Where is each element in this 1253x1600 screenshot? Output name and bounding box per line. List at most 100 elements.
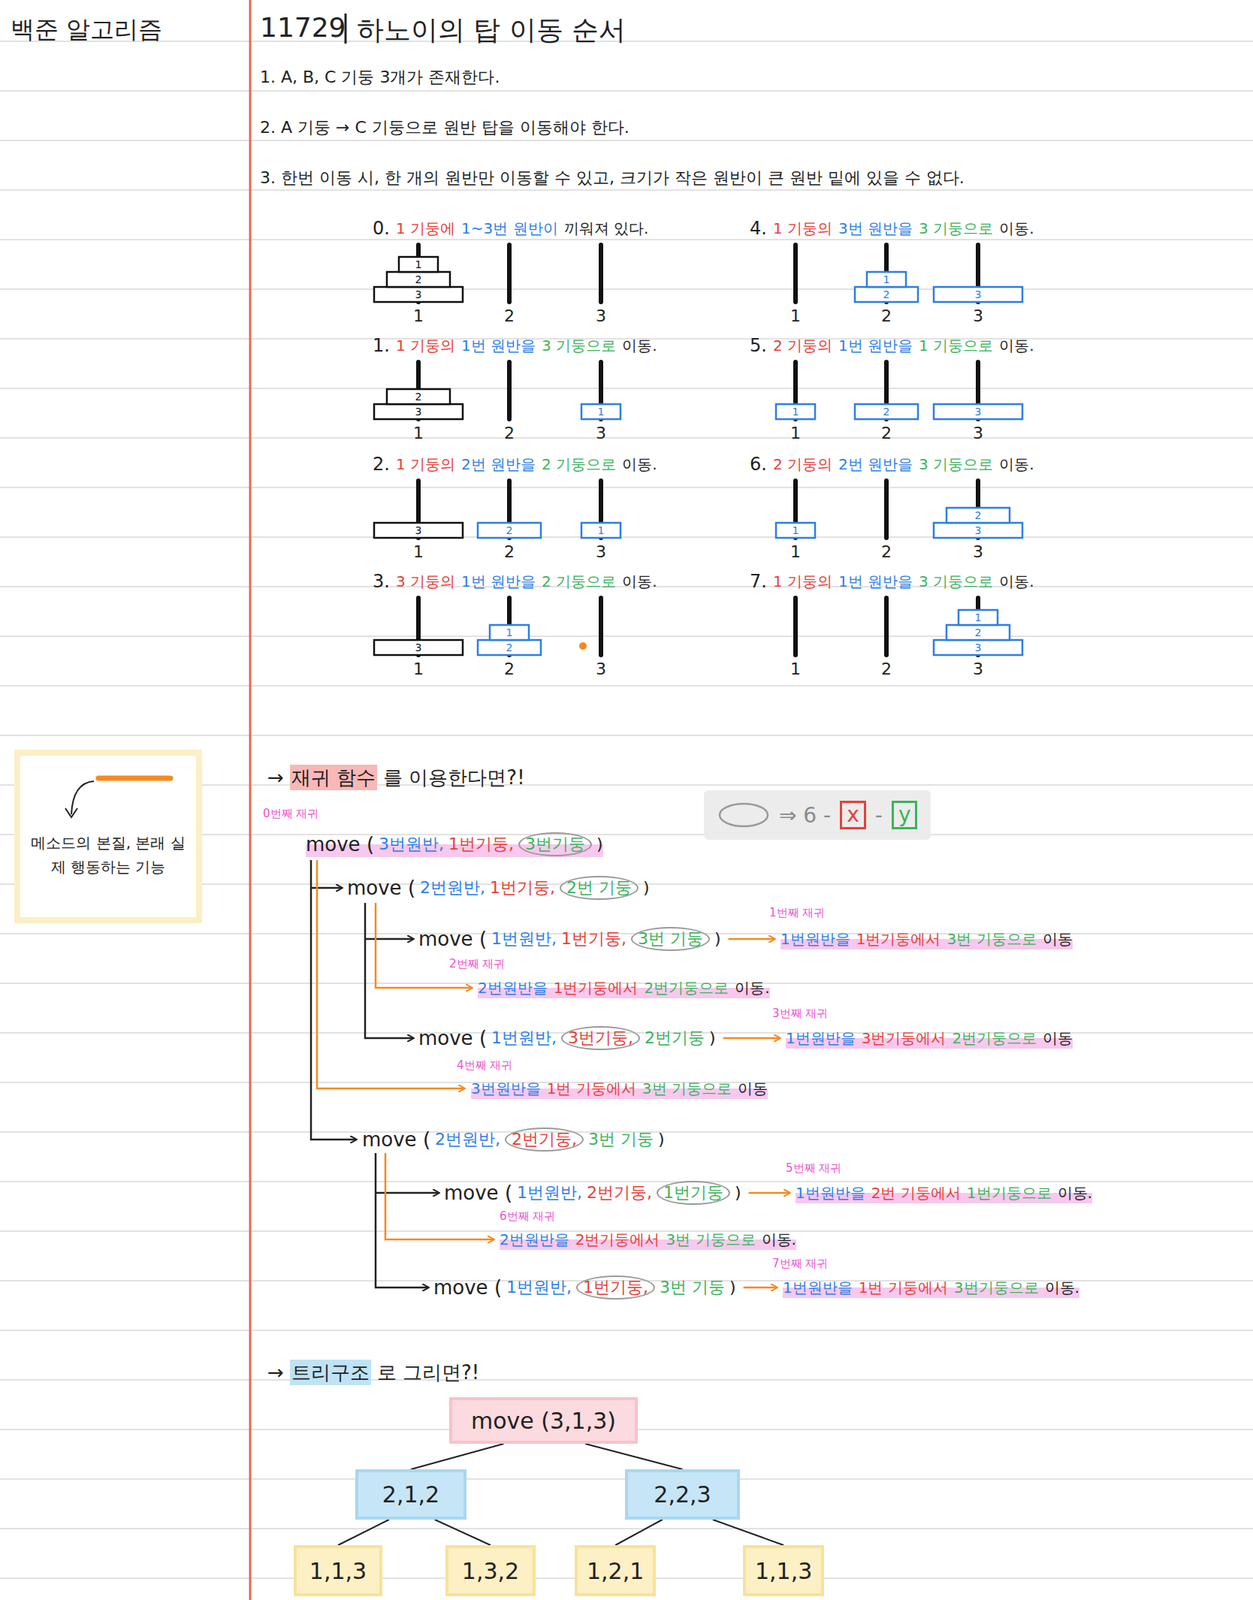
node-text: 메소드의 본질, 본래 실제 행동하는 기능	[24, 830, 193, 879]
call-part: 2번 기둥	[559, 875, 639, 900]
pole-number: 3	[955, 306, 1001, 326]
disc-number: 2	[486, 640, 532, 656]
recursion-count: 4번째 재귀	[456, 1058, 513, 1073]
pole-number: 2	[486, 423, 532, 443]
disc	[374, 404, 463, 420]
disc-number: 1	[578, 522, 624, 538]
call-part: 3번 기둥	[588, 1126, 654, 1153]
tower-pole	[884, 480, 889, 538]
caption-part: 1 기둥에	[395, 218, 456, 239]
tree-edge	[434, 1519, 491, 1546]
result-arrow	[748, 1192, 790, 1195]
disc-number: 3	[395, 640, 441, 656]
tower-pole	[598, 244, 604, 302]
dot	[579, 642, 587, 650]
recursion-count: 3번째 재귀	[772, 1006, 828, 1021]
note-text: 2. A 기둥 → C 기둥으로 원반 탑을 이동해야 한다.	[259, 116, 630, 139]
caption-part: 1 기둥의	[395, 335, 456, 357]
call-part: )	[709, 1025, 716, 1051]
pole-number: 2	[863, 542, 909, 562]
pole-number: 2	[486, 659, 532, 679]
disc-number: 1	[486, 624, 532, 641]
tower-pole	[793, 597, 798, 656]
disc-number: 2	[395, 389, 441, 405]
call-part: 2번원반,	[434, 1126, 501, 1153]
caption-part: 5.	[749, 335, 767, 357]
note-text: 1. A, B, C 기둥 3개가 존재한다.	[259, 66, 500, 89]
disc	[933, 522, 1023, 538]
recursion-count: 6번째 재귀	[499, 1209, 556, 1224]
caption-part: 1번 원반을	[461, 335, 536, 357]
node-text: 1,1,3	[309, 1557, 367, 1585]
disc-number: 1	[863, 271, 909, 287]
move-result: 1번원반을1번 기둥에서3번기둥으로이동.	[782, 1277, 1080, 1299]
call-part: 3번기둥,	[561, 1026, 641, 1051]
caption-part: 2 기둥의	[772, 335, 833, 357]
pole-number: 1	[395, 423, 441, 443]
pole-number: 3	[955, 542, 1001, 562]
disc-number: 3	[395, 286, 441, 302]
disc	[946, 624, 1010, 641]
tree-node: 1,3,2	[445, 1545, 536, 1597]
call-part: move (	[418, 1025, 487, 1051]
call-part: move (	[418, 926, 487, 952]
disc-number: 1	[395, 256, 441, 272]
pole-number: 1	[395, 542, 441, 562]
caption-part: 1 기둥의	[772, 571, 833, 592]
caption-part: 이동.	[999, 335, 1034, 357]
call-part: move (	[347, 875, 416, 901]
disc-number: 2	[955, 507, 1001, 523]
call-part: 1번기둥,	[576, 1275, 656, 1300]
move-result: 3번원반을1번 기둥에서3번 기둥으로이동	[471, 1077, 768, 1100]
call-part: move (	[433, 1274, 502, 1301]
caption-part: 1 기둥의	[772, 218, 833, 239]
page-title: 하노이의 탑 이동 순서	[356, 12, 626, 49]
pole-number: 1	[395, 659, 441, 679]
tree-node: move (3,1,3)	[449, 1397, 638, 1444]
caption-part: 3번 원반을	[838, 218, 913, 239]
caption-part: 6.	[749, 453, 767, 475]
call-part: 2번기둥	[644, 1025, 705, 1051]
result-part: 이동.	[761, 1228, 797, 1250]
call-part: )	[658, 1126, 665, 1153]
disc-number: 1	[955, 609, 1001, 625]
caption-part: 2 기둥으로	[541, 571, 616, 592]
recursion-count: 0번째 재귀	[262, 806, 319, 822]
step-caption: 4.1 기둥의3번 원반을3 기둥으로이동.	[749, 217, 1035, 239]
disc	[477, 640, 541, 656]
disc-number: 2	[955, 624, 1001, 641]
call-part: )	[734, 1180, 742, 1206]
disc-number: 3	[395, 522, 441, 538]
caption-part: 4.	[749, 217, 767, 239]
heading-part: →	[267, 1359, 284, 1386]
tree-node: 1,1,3	[293, 1545, 383, 1597]
caption-part: 1 기둥의	[395, 454, 456, 475]
disc-number: 2	[863, 286, 909, 302]
result-part: 1번원반을	[782, 1277, 853, 1299]
call-part: 3번 기둥	[631, 926, 710, 952]
note-text: 3. 한번 이동 시, 한 개의 원반만 이동할 수 있고, 크기가 작은 원반…	[259, 166, 965, 190]
recursion-count: 1번째 재귀	[769, 905, 825, 921]
tower-pole	[793, 244, 798, 302]
tree-edge	[615, 1519, 663, 1546]
move-result: 1번원반을2번 기둥에서1번기둥으로이동.	[795, 1182, 1093, 1204]
disc-number: 2	[863, 404, 909, 420]
node-text: ⇒ 6 -	[778, 803, 831, 828]
caption-part: 2.	[372, 453, 390, 475]
variable-box: y	[891, 800, 918, 830]
caption-part: 이동.	[621, 571, 657, 592]
disc	[933, 404, 1023, 420]
caption-part: 1번 원반을	[838, 335, 913, 357]
call-part: 3번기둥	[518, 832, 592, 857]
caption-part: 3.	[372, 570, 390, 592]
ellipse-symbol	[717, 801, 770, 829]
result-part: 1번 기둥에서	[858, 1277, 949, 1299]
disc	[374, 640, 463, 656]
call-expression: move (3번원반,1번기둥,3번기둥)	[305, 831, 604, 858]
result-part: 1번원반을	[785, 1027, 856, 1049]
pole-number: 1	[772, 659, 819, 679]
call-part: move (	[443, 1180, 513, 1206]
call-part: move (	[305, 831, 375, 858]
move-result: 1번원반을1번기둥에서3번 기둥으로이동	[780, 928, 1073, 950]
result-arrow	[728, 938, 775, 941]
